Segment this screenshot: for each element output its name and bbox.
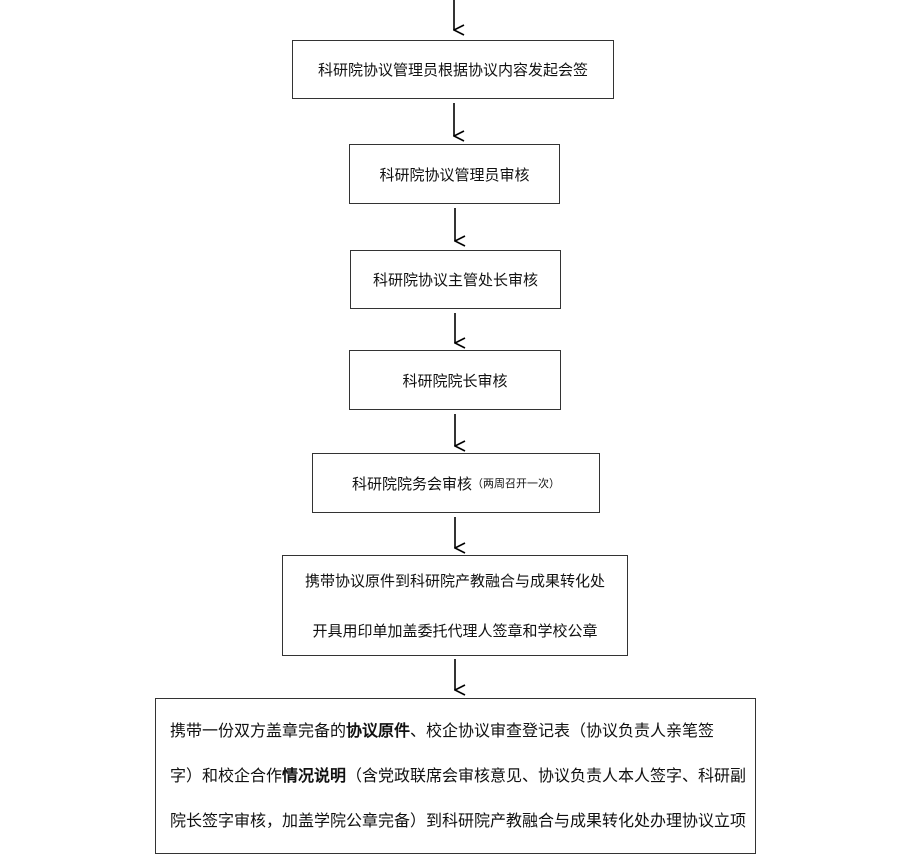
step-admin-review-label: 科研院协议管理员审核 — [379, 165, 530, 184]
step-project-registration-line2: 字）和校企合作情况说明（含党政联席会审核意见、协议负责人本人签字、科研副 — [170, 764, 746, 788]
step-council-review-label: 科研院院务会审核 — [351, 474, 472, 493]
step-dean-review: 科研院院长审核 — [349, 350, 561, 410]
line2-text-a: 字）和校企合作 — [170, 766, 283, 785]
step-project-registration-line1: 携带一份双方盖章完备的协议原件、校企协议审查登记表（协议负责人亲笔签 — [170, 719, 714, 743]
line2-text-c: （含党政联席会审核意见、协议负责人本人签字、科研副 — [346, 766, 747, 785]
step-dean-review-label: 科研院院长审核 — [402, 371, 508, 390]
step-council-review: 科研院院务会审核（两周召开一次） — [312, 453, 600, 513]
line1-bold-original-agreement: 协议原件 — [346, 721, 411, 740]
line2-bold-situation-report: 情况说明 — [282, 766, 347, 785]
step-initiate-countersign: 科研院协议管理员根据协议内容发起会签 — [292, 40, 614, 99]
line1-text-a: 携带一份双方盖章完备的 — [170, 721, 347, 740]
step-director-review: 科研院协议主管处长审核 — [350, 250, 561, 309]
step-initiate-countersign-label: 科研院协议管理员根据协议内容发起会签 — [317, 61, 588, 79]
step-council-review-note: （两周召开一次） — [472, 477, 560, 490]
step-director-review-label: 科研院协议主管处长审核 — [372, 271, 538, 289]
step-seal-application-line2: 开具用印单加盖委托代理人签章和学校公章 — [312, 621, 598, 640]
step-seal-application-line1: 携带协议原件到科研院产教融合与成果转化处 — [304, 571, 605, 590]
step-project-registration: 携带一份双方盖章完备的协议原件、校企协议审查登记表（协议负责人亲笔签 字）和校企… — [155, 698, 756, 854]
step-seal-application: 携带协议原件到科研院产教融合与成果转化处 开具用印单加盖委托代理人签章和学校公章 — [282, 555, 628, 656]
step-admin-review: 科研院协议管理员审核 — [349, 144, 560, 204]
step-project-registration-line3: 院长签字审核，加盖学院公章完备）到科研院产教融合与成果转化处办理协议立项 — [170, 811, 747, 830]
line1-text-c: 、校企协议审查登记表（协议负责人亲笔签 — [410, 721, 715, 740]
